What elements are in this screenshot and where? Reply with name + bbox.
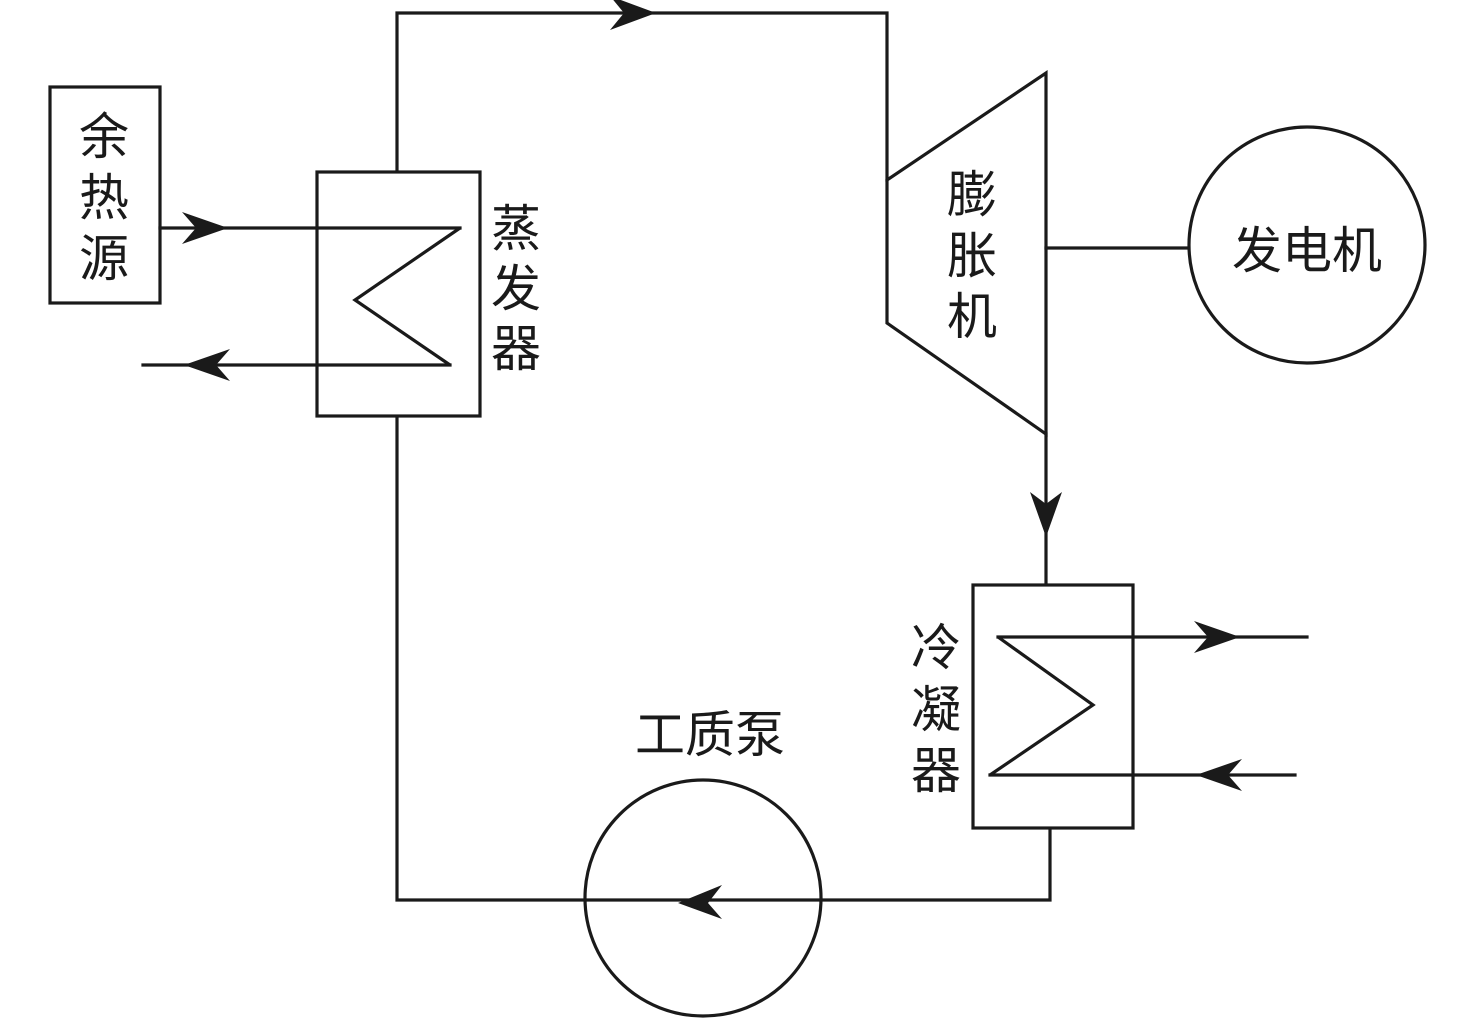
condenser-label-3: 器 bbox=[911, 742, 961, 800]
condenser-label-2: 凝 bbox=[911, 681, 961, 739]
evaporator-coil bbox=[352, 226, 461, 367]
generator-circle bbox=[1187, 125, 1427, 365]
pump-label: 工质泵 bbox=[635, 706, 785, 764]
pipe-condenser-to-evaporator bbox=[395, 414, 1052, 902]
flow-arrow-expander-down bbox=[1030, 492, 1062, 537]
expander-label-2: 胀 bbox=[947, 227, 997, 285]
cooling-outlet-arrow bbox=[1194, 621, 1240, 653]
condenser-label-1: 冷 bbox=[911, 619, 961, 677]
generator-label: 发电机 bbox=[1232, 222, 1382, 280]
evaporator-label-1: 蒸 bbox=[491, 200, 541, 258]
heat-source-label-1: 余 bbox=[79, 108, 129, 166]
evaporator-box bbox=[315, 170, 482, 418]
evaporator-label-2: 发 bbox=[491, 260, 541, 318]
heat-outlet-arrow bbox=[184, 349, 230, 381]
flow-arrow-top bbox=[610, 0, 656, 30]
heat-source-label-2: 热 bbox=[79, 169, 129, 227]
evaporator-label-3: 器 bbox=[491, 320, 541, 378]
heat-source-box bbox=[48, 85, 162, 305]
expander-body bbox=[885, 69, 1048, 438]
pump-circle bbox=[583, 778, 823, 1018]
condenser-coil bbox=[989, 635, 1096, 777]
condenser-box bbox=[971, 583, 1135, 830]
pipe-evaporator-to-expander bbox=[395, 11, 889, 182]
expander-label-1: 膨 bbox=[947, 166, 997, 224]
heat-source-label-3: 源 bbox=[79, 230, 129, 288]
expander-label-3: 机 bbox=[947, 288, 997, 346]
heat-inlet-arrow bbox=[182, 212, 228, 244]
cooling-inlet-arrow bbox=[1196, 759, 1242, 791]
flow-arrow-bottom bbox=[678, 885, 722, 919]
